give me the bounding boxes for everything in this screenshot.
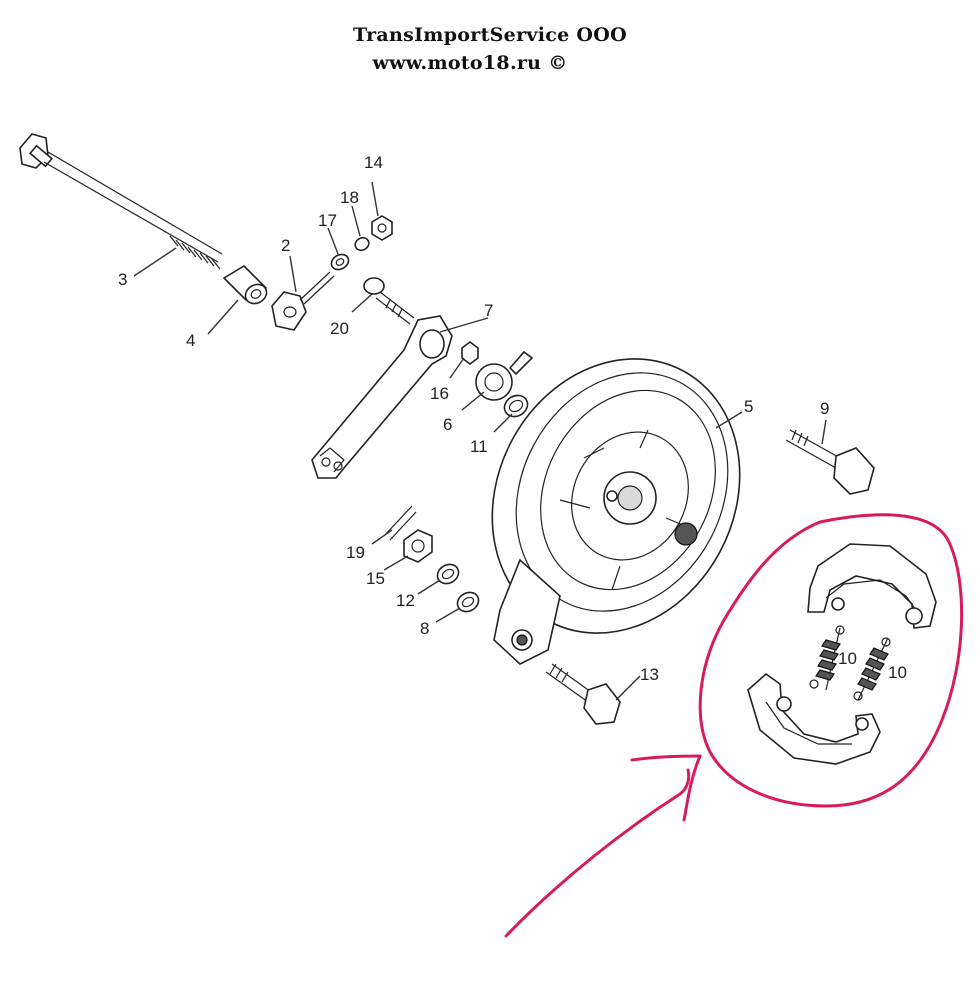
part-nut-16	[461, 341, 479, 365]
callout-15: 15	[366, 569, 385, 588]
highlight-circle-annotation	[698, 513, 964, 808]
callout-10-right: 10	[888, 663, 907, 682]
part-washer-18	[354, 236, 370, 252]
leader-lines	[133, 181, 827, 701]
part-brake-shoe-lower	[747, 672, 881, 765]
part-felt-seal	[503, 394, 529, 418]
callout-18: 18	[340, 188, 359, 207]
callout-7: 7	[484, 301, 493, 320]
highlight-arrow-annotation	[504, 754, 702, 938]
part-nut-14	[371, 215, 393, 241]
callout-8: 8	[420, 619, 429, 638]
part-brake-arm	[271, 271, 335, 331]
callout-3: 3	[118, 270, 127, 289]
part-bolt-13	[545, 663, 621, 725]
callout-14: 14	[364, 153, 383, 172]
part-indicator-plate	[475, 350, 534, 401]
callout-17: 17	[318, 211, 337, 230]
callout-2: 2	[281, 236, 290, 255]
callout-13: 13	[640, 665, 659, 684]
part-washer-17	[330, 253, 350, 271]
part-washer-12	[436, 563, 460, 585]
callout-16: 16	[430, 384, 449, 403]
part-spacer	[222, 264, 268, 305]
callout-11: 11	[470, 437, 488, 456]
part-axle-nut	[403, 529, 433, 563]
part-spring-right	[853, 637, 891, 701]
part-anchor-bolt	[785, 429, 875, 495]
part-cotter-pin	[383, 505, 417, 541]
callout-20: 20	[330, 319, 349, 338]
part-brake-shoe-upper	[807, 543, 937, 629]
callout-9: 9	[820, 399, 829, 418]
part-axle-bolt	[19, 133, 223, 270]
callout-5: 5	[744, 397, 753, 416]
part-cam-shaft	[363, 277, 415, 325]
part-spring-left	[809, 625, 845, 691]
header-website: www.moto18.ru ©	[372, 52, 568, 74]
callout-6: 6	[443, 415, 452, 434]
part-washer-8	[456, 591, 480, 613]
callout-4: 4	[186, 331, 195, 350]
header-company-name: TransImportService OOO	[353, 24, 627, 46]
part-brake-panel	[491, 358, 741, 665]
callout-19: 19	[346, 543, 365, 562]
callout-12: 12	[396, 591, 415, 610]
callout-10-left: 10	[838, 649, 857, 668]
part-brake-lever	[311, 315, 453, 479]
